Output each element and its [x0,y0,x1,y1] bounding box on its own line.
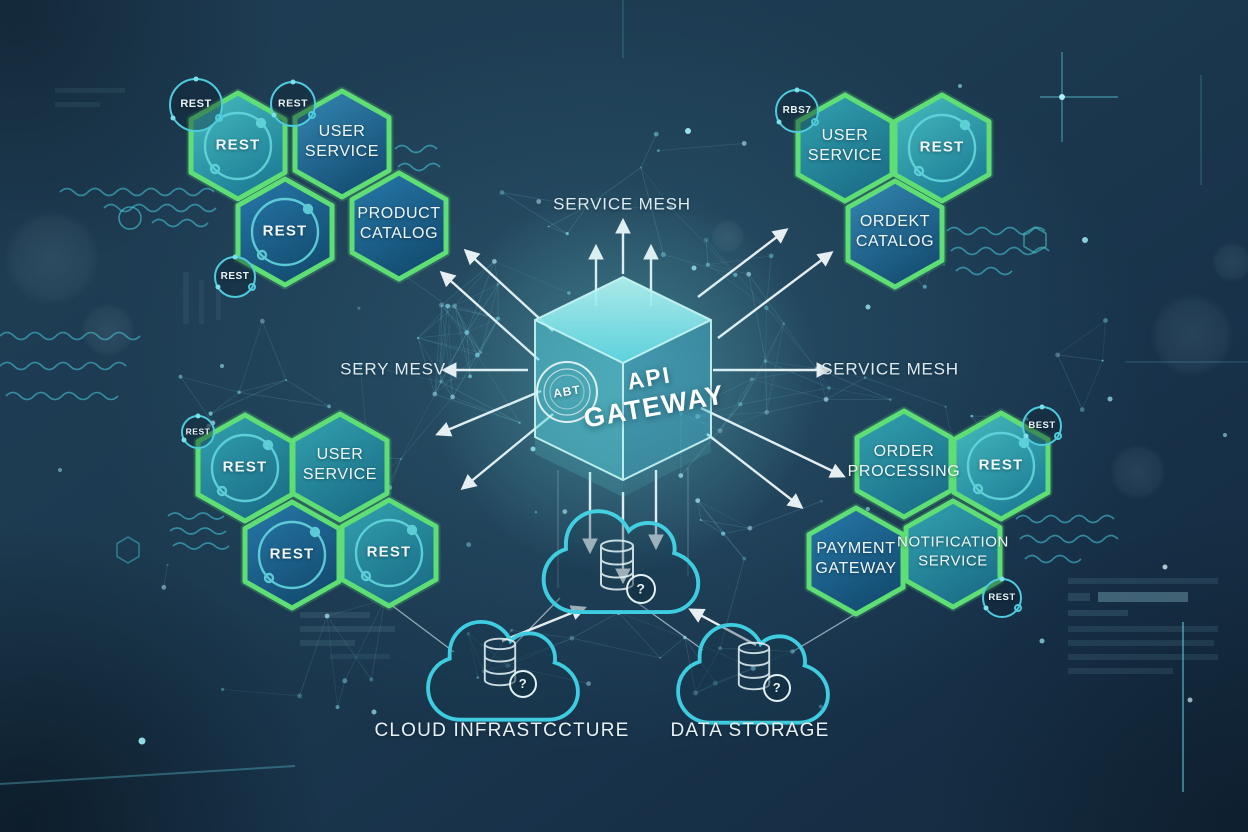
hex-label-rest: REST [222,458,268,476]
clouds [426,509,830,725]
hexagon-order-processing [854,408,954,520]
data-storage-label: DATA STORAGE [670,720,830,742]
rest-satellites [169,76,1062,618]
question-mark-icon [509,670,537,698]
service-mesh-label-right: SERVICE MESH [821,359,959,379]
api-badge-ring [536,361,598,423]
hexagon-order-catalog [845,178,945,290]
hexagon-user-service [290,411,390,523]
service-mesh-label-left: SERY MESV [340,359,446,379]
hex-label-rest: REST [269,545,315,563]
hex-label-rest: REST [978,456,1024,474]
question-mark-glyph: ? [518,675,528,691]
hexagon-payment-gateway [806,505,906,617]
question-mark-glyph: ? [636,580,646,597]
satellite-label-rest: REST [988,592,1016,604]
hexagon-product-catalog [349,170,449,282]
service-hexagons [186,86,1053,619]
rest-ring-icons [203,111,1036,590]
hex-label-rest: REST [215,136,261,154]
cloud-infrastructure-icon [426,619,580,722]
hex-label-user-service: USER SERVICE [304,123,380,160]
hex-label-rest: REST [919,138,965,156]
cloud-infrastructure-label: CLOUD INFRASTCCTURE [374,720,630,742]
hex-label-user-service: USER SERVICE [807,127,883,164]
satellite-label-best: BEST [1028,420,1056,432]
satellite-label-rest: REST [277,97,309,110]
satellite-label-rbs7: RBS7 [782,104,812,116]
hexagon-user-service [292,88,392,200]
hex-label-order-processing: ORDER PROCESSING [847,443,961,480]
hexagon-user-service [795,92,895,204]
question-mark-glyph: ? [772,679,782,695]
hex-label-notification-service: NOTIFICATION SERVICE [897,533,1009,569]
question-mark-icon [763,674,791,702]
service-mesh-label-top: SERVICE MESH [553,194,691,214]
hex-label-rest: REST [366,543,412,561]
hex-label-user-service: USER SERVICE [302,446,378,483]
bokeh-blobs [4,210,1248,500]
hex-label-order-catalog: ORDEKT CATALOG [855,213,935,250]
data-storage-icon [676,622,830,725]
question-mark-icon [626,574,656,604]
satellite-label-rest: REST [180,98,212,111]
api-gateway-cube [428,185,818,575]
satellite-label-rest: REST [185,426,211,437]
hexagon-notification-service [903,498,1003,610]
background-decor [0,0,1248,792]
satellite-label-rest: REST [220,270,250,282]
hex-label-payment-gateway: PAYMENT GATEWAY [815,540,897,577]
hex-label-rest: REST [262,222,308,240]
hex-label-product-catalog: PRODUCT CATALOG [357,205,441,242]
